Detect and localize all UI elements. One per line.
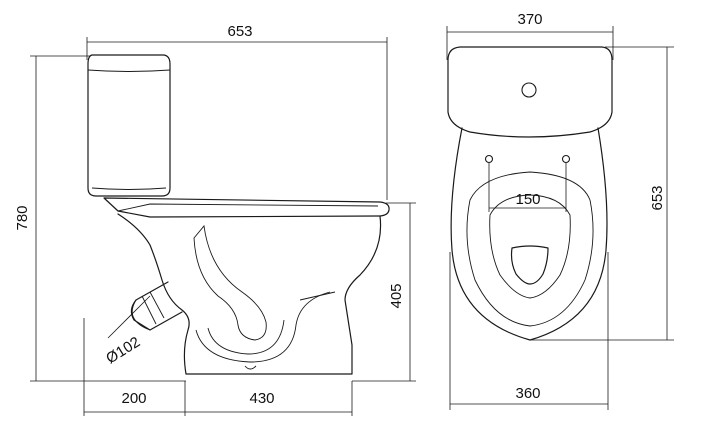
top-cistern bbox=[447, 46, 613, 138]
dim-top-base-label: 360 bbox=[515, 385, 540, 402]
dim-base-depth-label: 430 bbox=[249, 390, 274, 407]
side-cistern bbox=[87, 54, 171, 197]
dim-side-height: 780 bbox=[14, 55, 186, 382]
side-view: 653 780 405 Ø102 200 430 bbox=[14, 23, 416, 416]
dim-outlet-offset-label: 200 bbox=[121, 390, 146, 407]
dim-outlet-diameter-label: Ø102 bbox=[103, 334, 143, 368]
dim-top-width: 370 bbox=[446, 11, 614, 60]
side-bowl bbox=[117, 213, 382, 375]
side-outlet bbox=[130, 281, 183, 331]
dim-top-length-label: 653 bbox=[649, 185, 666, 210]
dim-bolt-spacing-label: 150 bbox=[515, 191, 540, 208]
dim-top-length: 653 bbox=[530, 46, 674, 341]
flush-button-icon bbox=[521, 82, 537, 98]
dim-side-width-label: 653 bbox=[227, 23, 252, 40]
dim-bowl-height-label: 405 bbox=[388, 283, 405, 308]
dim-outlet-diameter: Ø102 bbox=[103, 295, 151, 368]
left-bolt-icon bbox=[484, 154, 494, 164]
dim-top-base: 360 bbox=[449, 252, 609, 410]
dim-bowl-height: 405 bbox=[352, 202, 416, 382]
top-view: 150 370 653 360 bbox=[446, 11, 674, 410]
right-bolt-icon bbox=[561, 154, 571, 164]
dim-top-width-label: 370 bbox=[517, 11, 542, 28]
side-seat bbox=[103, 197, 390, 218]
dim-side-height-label: 780 bbox=[14, 205, 31, 230]
dim-side-width: 653 bbox=[86, 23, 388, 200]
top-bowl: 150 bbox=[450, 127, 608, 341]
dim-bottom: 200 430 bbox=[83, 318, 353, 416]
